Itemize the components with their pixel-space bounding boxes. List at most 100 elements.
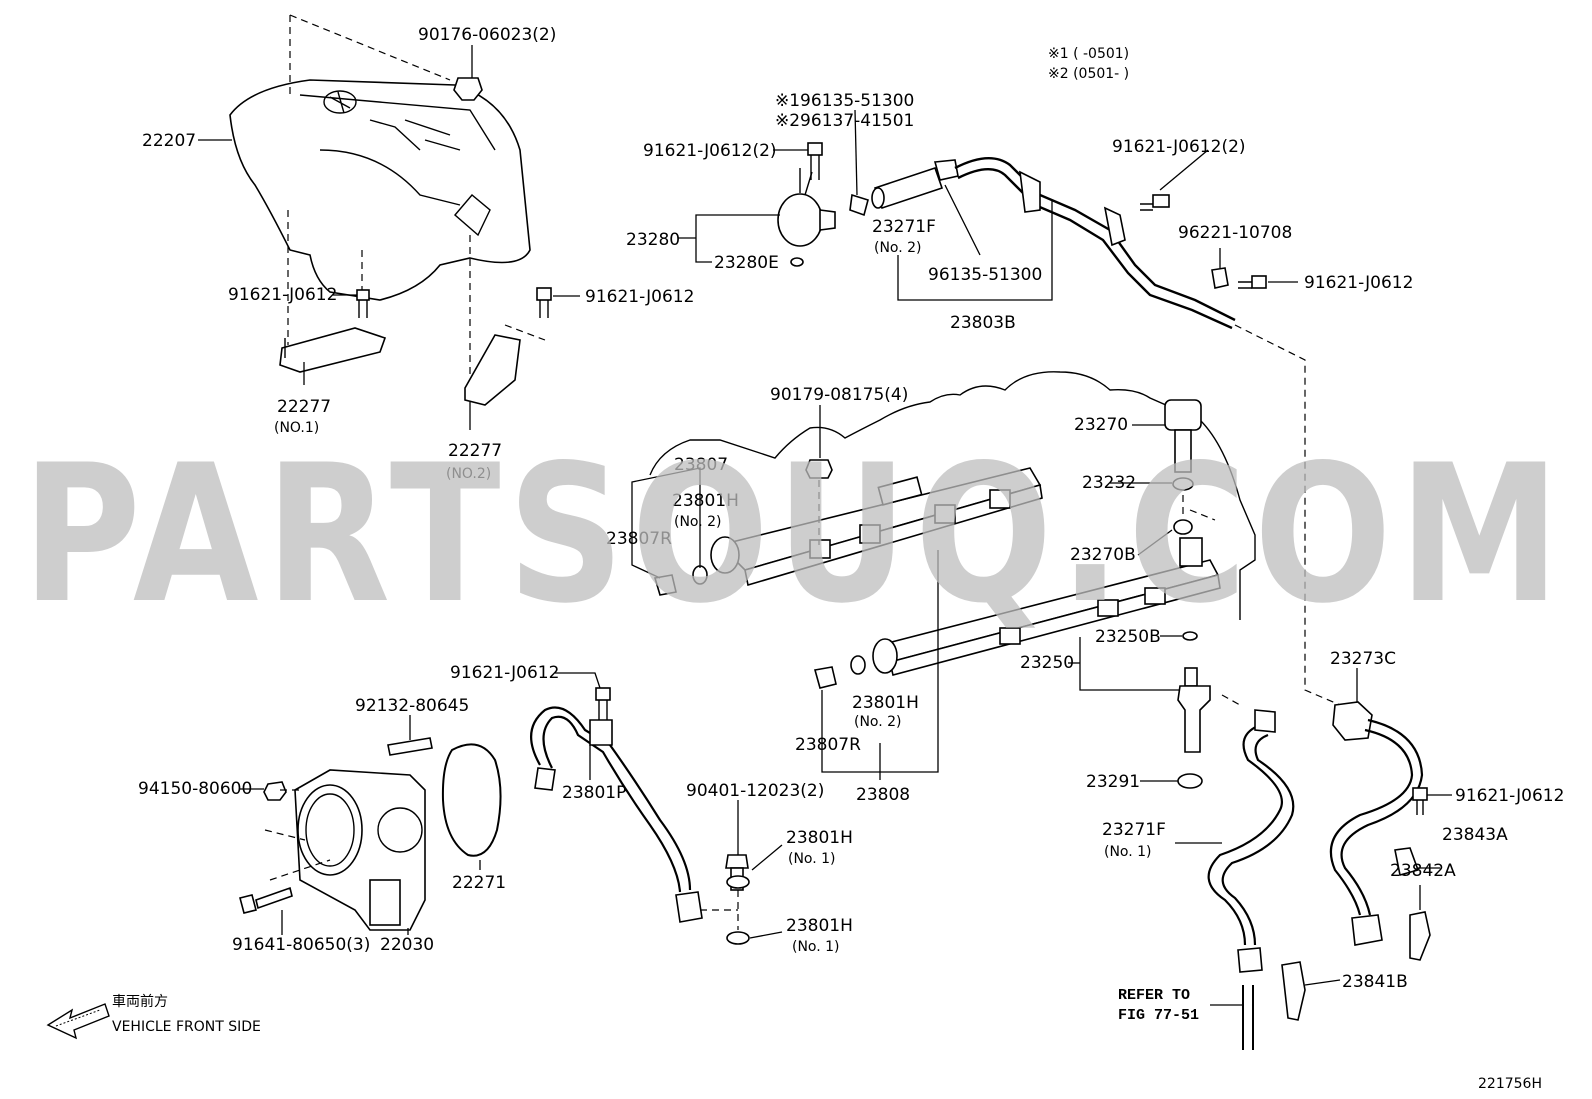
- label-91621-b: 91621-J0612: [585, 287, 694, 307]
- o-ring-23270B[interactable]: [1173, 519, 1193, 535]
- label-23801H-a: 23801H: [672, 491, 739, 511]
- o-ring-23280E[interactable]: [790, 257, 804, 267]
- label-91641: 91641-80650(3): [232, 935, 370, 955]
- bracket-22277-no1[interactable]: [279, 327, 387, 373]
- nut-94150[interactable]: [263, 781, 287, 801]
- bolt-91621-2b[interactable]: [1140, 194, 1170, 211]
- leader-lines: [198, 45, 1452, 1006]
- fuel-hose-23801P[interactable]: [530, 706, 703, 923]
- label-96135-1: ※196135-51300: [775, 91, 914, 111]
- dashed-leader: [1221, 694, 1241, 706]
- dashed-leader: [700, 890, 739, 930]
- label-23280: 23280: [626, 230, 680, 250]
- throttle-body-22030[interactable]: [294, 769, 426, 931]
- label-23271F-no1-sub: (No. 1): [1104, 844, 1152, 860]
- label-23801P: 23801P: [562, 783, 626, 803]
- hose-23273C[interactable]: [1329, 701, 1424, 946]
- nut-90179[interactable]: [805, 459, 833, 479]
- label-23803B: 23803B: [950, 313, 1016, 333]
- label-23801H-c: 23801H: [786, 828, 853, 848]
- engine-outline: [649, 371, 1256, 620]
- bracket-22277-no2[interactable]: [464, 334, 521, 406]
- label-23801H-c-sub: (No. 1): [788, 851, 836, 867]
- label-23843A: 23843A: [1442, 825, 1508, 845]
- label-23808: 23808: [856, 785, 910, 805]
- gasket-23232[interactable]: [1172, 477, 1194, 491]
- refer-line-2: FIG 77-51: [1118, 1007, 1199, 1024]
- dashed-leader: [264, 789, 331, 881]
- clamp-96221-10708[interactable]: [1211, 267, 1229, 289]
- diagram-code: 221756H: [1478, 1076, 1542, 1092]
- bolt-91621-b[interactable]: [536, 287, 552, 318]
- bolt-91621-c[interactable]: [1238, 275, 1267, 289]
- label-96135: 96135-51300: [928, 265, 1042, 285]
- direction-en: VEHICLE FRONT SIDE: [112, 1019, 261, 1035]
- pulsation-damper-23270[interactable]: [1164, 399, 1202, 473]
- clip-96135-51300-a[interactable]: [849, 193, 869, 217]
- label-23801H-b: 23801H: [852, 693, 919, 713]
- label-91621-2a: 91621-J0612(2): [643, 141, 777, 161]
- label-22277-no2-sub: (NO.2): [446, 466, 491, 482]
- refer-tube: [1242, 985, 1254, 1050]
- label-22271: 22271: [452, 873, 506, 893]
- insulator-23291[interactable]: [1177, 773, 1203, 789]
- bolt-90176[interactable]: [453, 77, 483, 101]
- fuel-tube-23803B[interactable]: [954, 157, 1236, 330]
- bolt-91621-d[interactable]: [595, 687, 611, 720]
- label-94150: 94150-80600: [138, 779, 252, 799]
- fuel-rail-23808[interactable]: [872, 537, 1221, 676]
- label-23271F-no2: 23271F: [872, 217, 936, 237]
- hose-23271F-no2[interactable]: [871, 166, 944, 210]
- label-90179: 90179-08175(4): [770, 385, 908, 405]
- engine-cover-22207[interactable]: [229, 79, 531, 301]
- label-23232: 23232: [1082, 473, 1136, 493]
- label-23801H-d-sub: (No. 1): [792, 939, 840, 955]
- plug-23807R-b[interactable]: [813, 655, 866, 689]
- dashed-leader: [1189, 509, 1216, 521]
- label-23280E: 23280E: [714, 253, 779, 273]
- label-91621-d: 91621-J0612: [450, 663, 559, 683]
- label-22030: 22030: [380, 935, 434, 955]
- legend-note-2: ※2 (0501- ): [1048, 66, 1129, 82]
- vehicle-front-arrow: [46, 1003, 110, 1040]
- label-90176: 90176-06023(2): [418, 25, 556, 45]
- label-23807R-a: 23807R: [606, 529, 672, 549]
- part-labels: 90176-06023(2) 22207 91621-J0612 91621-J…: [138, 25, 1564, 1024]
- label-22207: 22207: [142, 131, 196, 151]
- direction-jp: 車両前方: [112, 993, 168, 1010]
- gasket-23801H-c[interactable]: [726, 875, 750, 889]
- clamp-23841B[interactable]: [1281, 961, 1306, 1021]
- label-23842A: 23842A: [1390, 861, 1456, 881]
- stud-92132[interactable]: [387, 737, 433, 756]
- label-23270: 23270: [1074, 415, 1128, 435]
- bolt-91621-a[interactable]: [356, 289, 370, 318]
- fuel-pressure-damper-23280[interactable]: [777, 168, 836, 247]
- label-22277-no1-sub: (NO.1): [274, 420, 319, 436]
- gasket-22271[interactable]: [441, 743, 502, 857]
- label-23841B: 23841B: [1342, 972, 1408, 992]
- label-91621-2b: 91621-J0612(2): [1112, 137, 1246, 157]
- plug-23807R-a[interactable]: [653, 565, 708, 596]
- fuel-rail-23807[interactable]: [710, 467, 1043, 587]
- bolt-91641[interactable]: [239, 886, 293, 914]
- bolt-91621-2a[interactable]: [807, 142, 823, 180]
- label-23801H-a-sub: (No. 2): [674, 514, 722, 530]
- label-23273C: 23273C: [1330, 649, 1396, 669]
- o-ring-23250B[interactable]: [1182, 631, 1198, 641]
- bolt-91621-e[interactable]: [1412, 787, 1428, 815]
- label-22277-no1: 22277: [277, 397, 331, 417]
- label-23250B: 23250B: [1095, 627, 1161, 647]
- gasket-23801H-d[interactable]: [726, 931, 750, 945]
- label-23271F-no1: 23271F: [1102, 820, 1166, 840]
- clip-96135-51300-b[interactable]: [933, 159, 959, 181]
- injector-23250[interactable]: [1177, 667, 1211, 753]
- label-90401: 90401-12023(2): [686, 781, 824, 801]
- label-23291: 23291: [1086, 772, 1140, 792]
- clamp-23842A[interactable]: [1409, 911, 1431, 961]
- label-23271F-no2-sub: (No. 2): [874, 240, 922, 256]
- legend-note-1: ※1 ( -0501): [1048, 46, 1129, 62]
- hose-23271F-no1[interactable]: [1207, 709, 1295, 973]
- label-91621-c: 91621-J0612: [1304, 273, 1413, 293]
- clamp-23843A[interactable]: [1394, 847, 1420, 877]
